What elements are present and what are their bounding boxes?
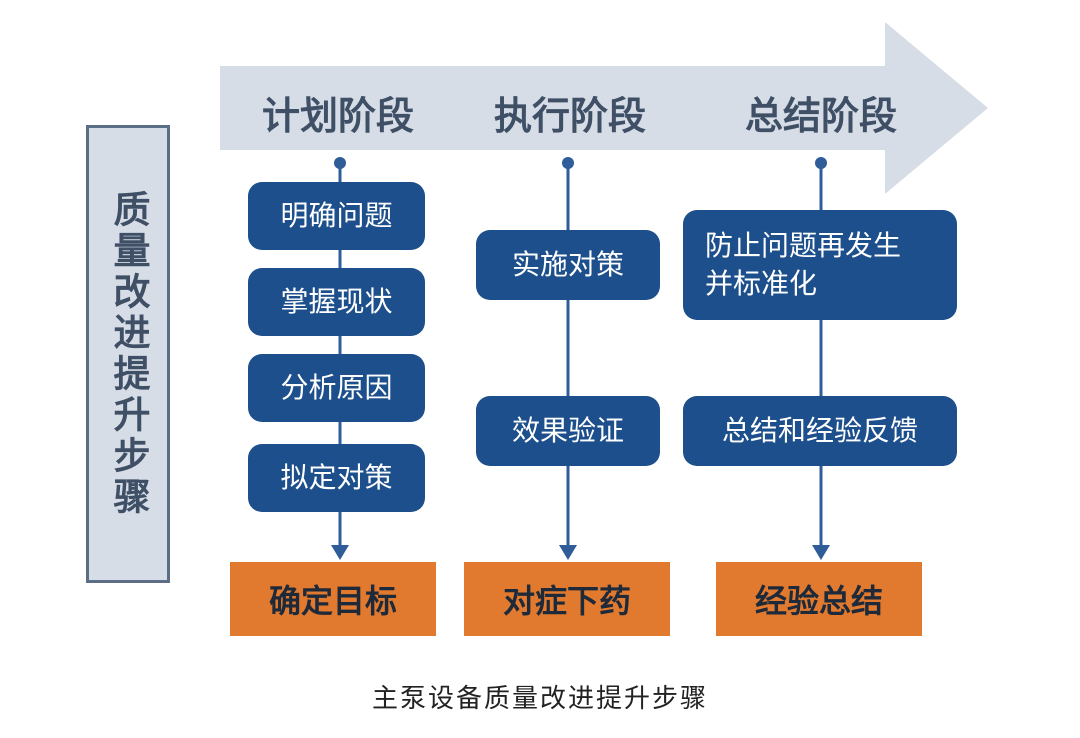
connector-arrowhead	[812, 545, 830, 560]
connector-arrowhead	[559, 545, 577, 560]
step-box: 掌握现状	[248, 268, 425, 336]
result-box: 经验总结	[716, 562, 922, 636]
step-box: 拟定对策	[248, 444, 425, 512]
connector-arrowhead	[331, 545, 349, 560]
step-box: 分析原因	[248, 354, 425, 422]
phase-label-summary: 总结阶段	[744, 94, 897, 138]
step-box: 总结和经验反馈	[683, 396, 957, 466]
step-box: 防止问题再发生并标准化	[683, 210, 957, 320]
step-box: 明确问题	[248, 182, 425, 250]
result-box: 对症下药	[464, 562, 670, 636]
phase-label-plan: 计划阶段	[261, 94, 414, 138]
step-box: 实施对策	[476, 230, 660, 300]
step-box: 效果验证	[476, 396, 660, 466]
side-title-box: 质量改进提升步骤	[86, 125, 170, 583]
phase-label-execute: 执行阶段	[493, 94, 646, 138]
timeline-arrow	[220, 22, 988, 194]
result-box: 确定目标	[230, 562, 436, 636]
side-title: 质量改进提升步骤	[107, 190, 150, 518]
figure-caption: 主泵设备质量改进提升步骤	[371, 684, 708, 714]
